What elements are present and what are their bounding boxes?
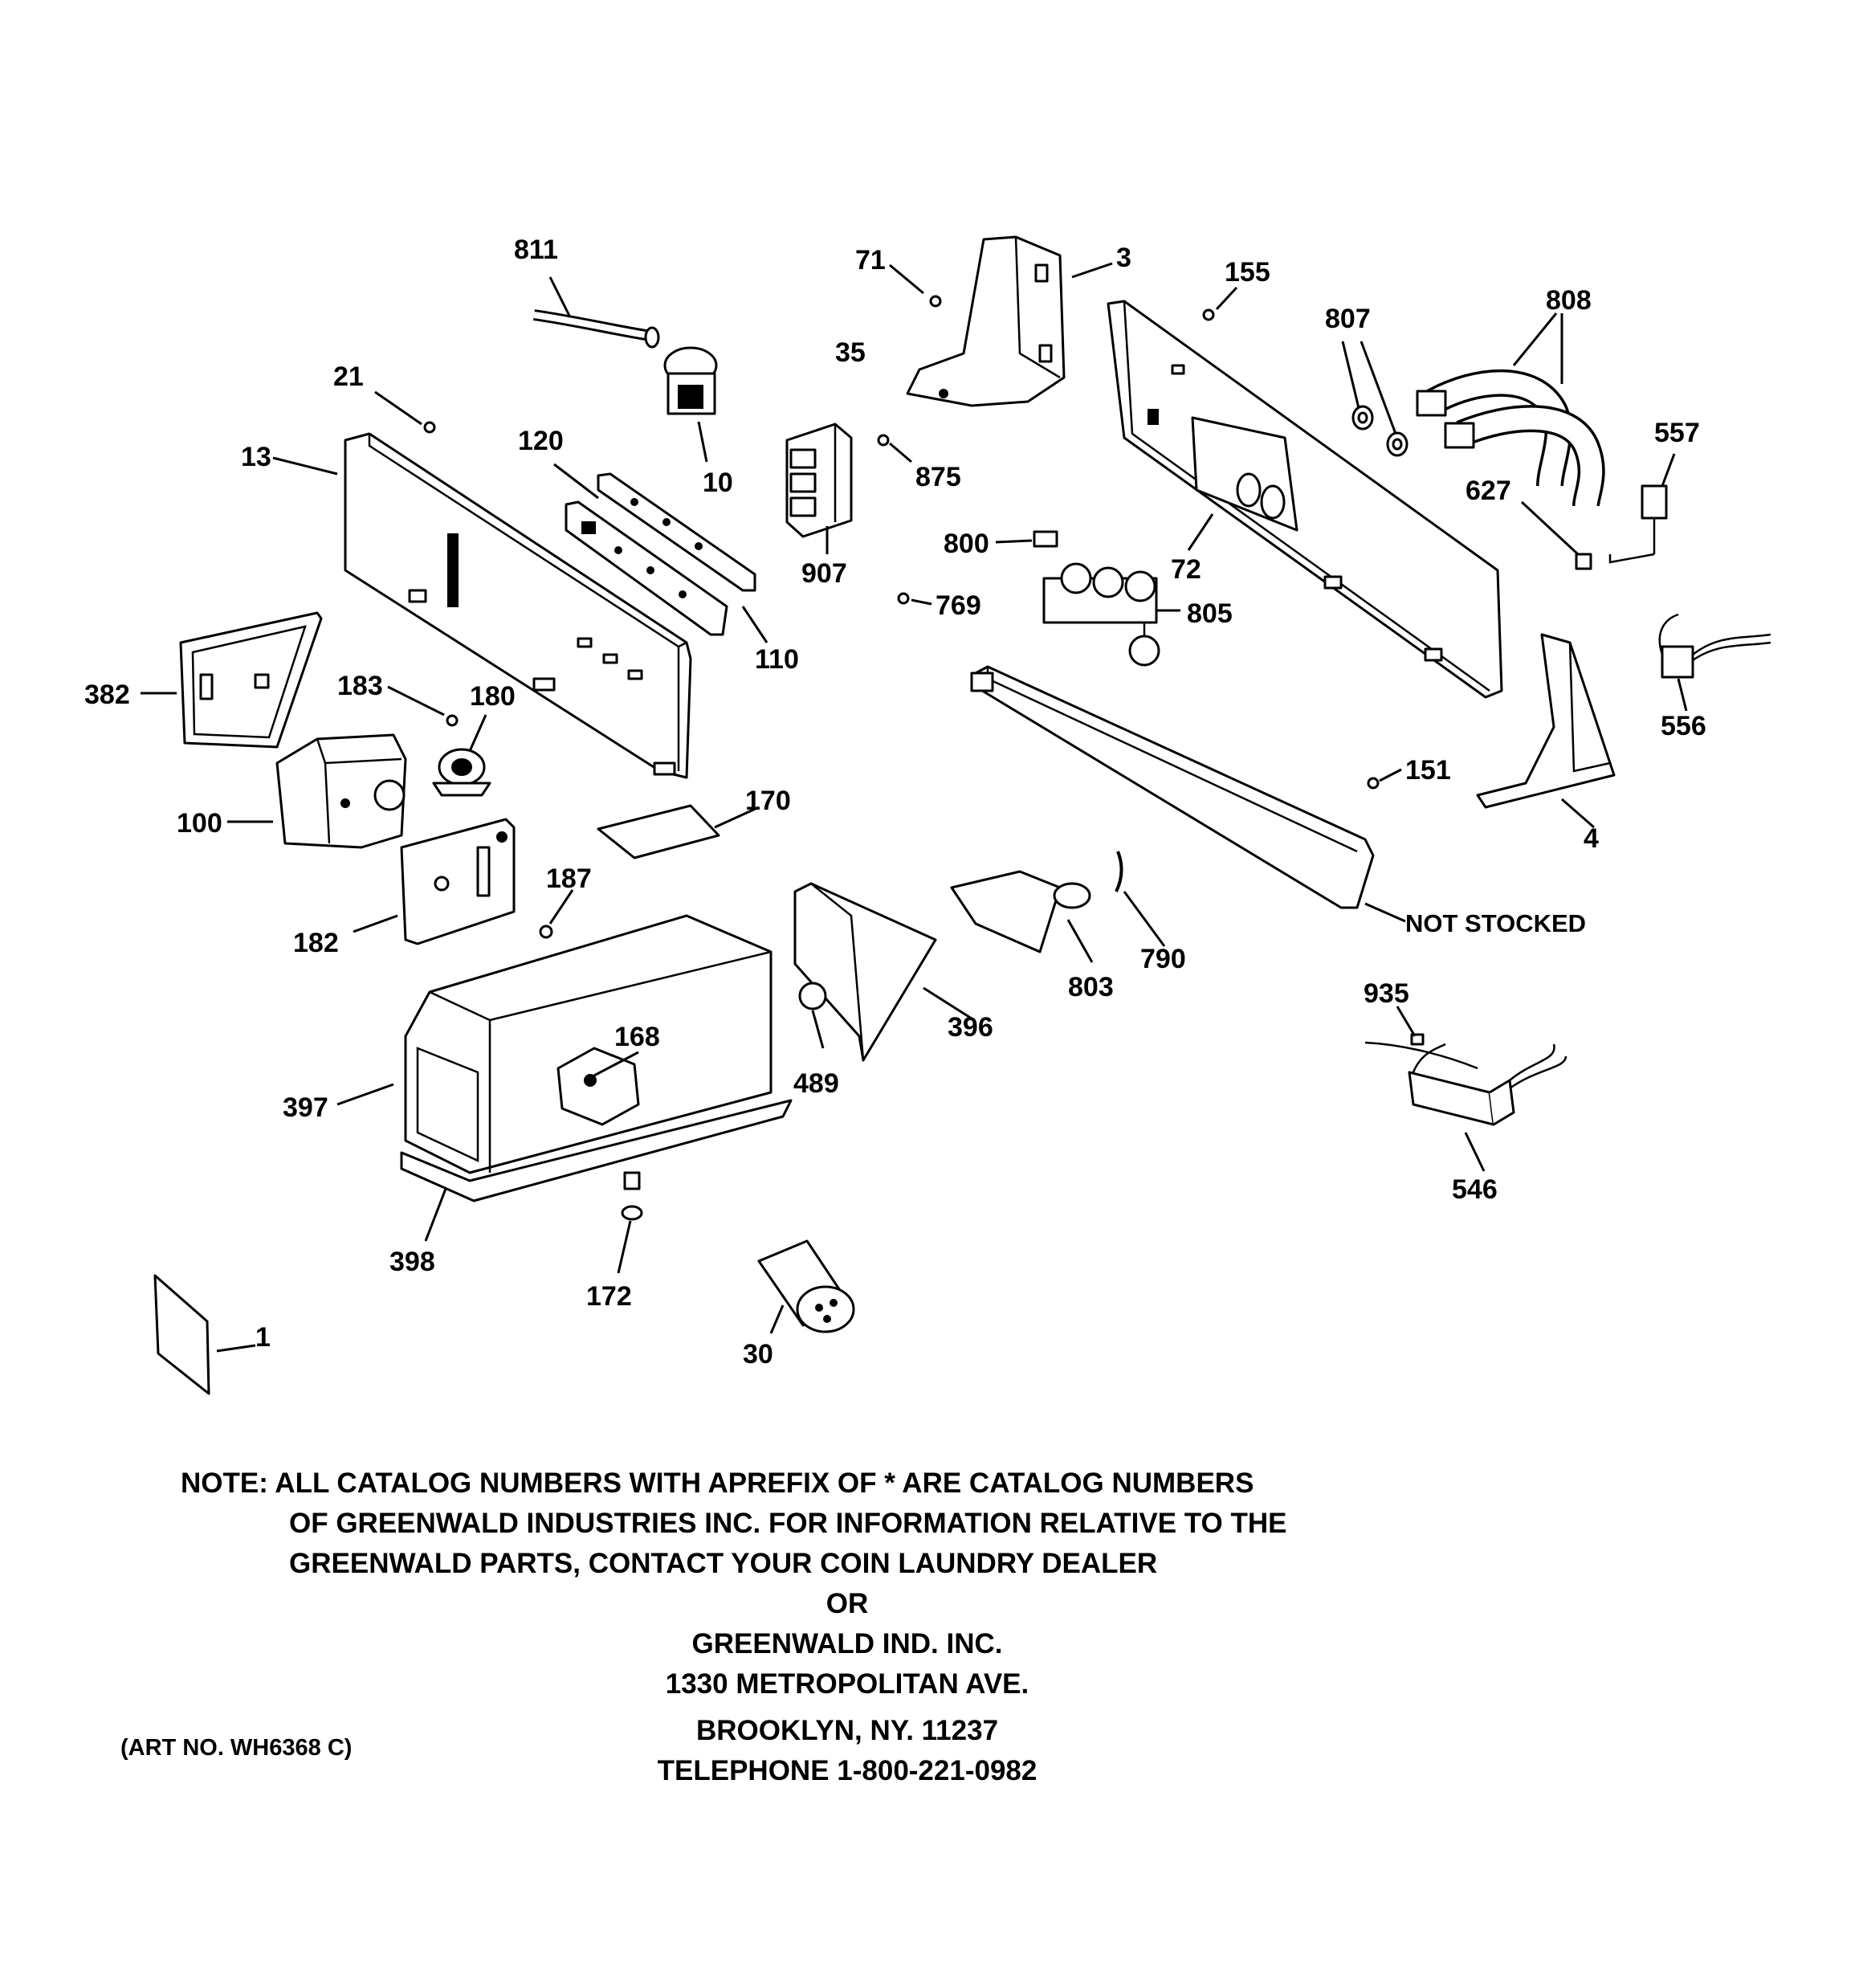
label-397: 397 <box>283 1092 328 1123</box>
part-10-pressure-switch <box>663 346 718 415</box>
note-line-3: GREENWALD PARTS, CONTACT YOUR COIN LAUND… <box>289 1548 1158 1579</box>
part-803-dispenser <box>950 870 1091 953</box>
label-769: 769 <box>936 590 981 621</box>
part-557-switch <box>1608 484 1668 564</box>
part-13-control-panel <box>344 432 692 779</box>
part-790-clip <box>1115 851 1123 892</box>
label-168: 168 <box>614 1022 660 1052</box>
label-875: 875 <box>915 462 961 492</box>
label-182: 182 <box>293 928 339 958</box>
label-100: 100 <box>177 808 222 839</box>
label-13: 13 <box>241 442 271 472</box>
part-875-screw <box>877 434 890 447</box>
label-30: 30 <box>743 1339 773 1370</box>
part-800-clip <box>1033 530 1058 548</box>
part-180-switch <box>432 748 491 797</box>
note-line-4: OR <box>826 1588 869 1619</box>
label-808: 808 <box>1546 285 1592 316</box>
part-not-stocked-rail <box>970 665 1375 909</box>
part-1-literature <box>153 1274 210 1395</box>
part-183-screw <box>446 714 459 727</box>
label-187: 187 <box>546 863 592 894</box>
part-170-plate <box>597 804 720 859</box>
label-800: 800 <box>944 529 989 559</box>
label-35: 35 <box>835 337 866 368</box>
part-935-terminal <box>1410 1033 1425 1046</box>
label-71: 71 <box>855 245 886 276</box>
part-808-fill-hoses <box>1416 369 1605 508</box>
part-396-shield <box>793 882 937 1062</box>
part-398-base <box>400 1099 793 1202</box>
part-168-screw <box>584 1074 597 1087</box>
part-805-water-valve <box>1042 562 1160 667</box>
label-155: 155 <box>1225 257 1270 288</box>
note-line-2: OF GREENWALD INDUSTRIES INC. FOR INFORMA… <box>289 1508 1287 1539</box>
label-556: 556 <box>1661 711 1706 741</box>
label-811: 811 <box>514 235 558 265</box>
label-790: 790 <box>1140 944 1186 974</box>
label-382: 382 <box>84 680 130 710</box>
part-172-foot <box>621 1171 643 1221</box>
catalog-note: NOTE: ALL CATALOG NUMBERS WITH APREFIX O… <box>181 1463 1546 1791</box>
part-155-screw <box>1202 308 1215 321</box>
part-769-screw <box>897 592 910 605</box>
label-546: 546 <box>1452 1174 1498 1205</box>
part-4-end-bracket <box>1476 633 1616 809</box>
note-line-8: TELEPHONE 1-800-221-0982 <box>657 1755 1037 1786</box>
part-100-timer <box>275 733 407 849</box>
label-805: 805 <box>1187 598 1233 629</box>
part-30-capacitor <box>757 1239 855 1333</box>
part-546-wire-harness <box>1364 1041 1567 1126</box>
part-182-bracket <box>400 818 516 945</box>
part-71-screw <box>929 295 942 308</box>
part-397-housing <box>404 914 773 1174</box>
part-120-board <box>597 472 756 592</box>
part-807-washers <box>1351 405 1408 457</box>
label-489: 489 <box>793 1068 839 1099</box>
label-4: 4 <box>1584 823 1599 854</box>
part-187-screw <box>539 925 553 939</box>
part-811-hose <box>532 309 660 349</box>
label-807: 807 <box>1325 304 1371 334</box>
label-21: 21 <box>333 361 364 392</box>
part-3-end-bracket <box>906 235 1066 407</box>
part-627-connector <box>1575 553 1592 570</box>
label-803: 803 <box>1068 972 1114 1002</box>
label-180: 180 <box>470 681 516 712</box>
label-170: 170 <box>745 786 791 816</box>
part-489-grommet <box>798 982 827 1010</box>
callout-labels: 811 71 3 155 807 808 21 35 557 120 13 87… <box>84 235 1706 1370</box>
label-935: 935 <box>1364 978 1409 1009</box>
part-382-panel <box>179 611 323 749</box>
label-3: 3 <box>1116 243 1131 273</box>
art-number: (ART NO. WH6368 C) <box>120 1735 353 1761</box>
note-line-1: NOTE: ALL CATALOG NUMBERS WITH APREFIX O… <box>181 1468 1254 1499</box>
label-557: 557 <box>1654 418 1700 448</box>
leader-lines <box>141 262 1688 1353</box>
label-183: 183 <box>337 671 383 701</box>
label-627: 627 <box>1466 476 1511 506</box>
note-line-7: BROOKLYN, NY. 11237 <box>695 1715 999 1746</box>
label-not-stocked: NOT STOCKED <box>1405 909 1586 937</box>
label-907: 907 <box>801 558 847 589</box>
part-35-switch-block <box>785 423 853 538</box>
label-172: 172 <box>586 1281 632 1312</box>
part-556-harness <box>1658 613 1771 679</box>
note-line-6: 1330 METROPOLITAN AVE. <box>665 1668 1029 1700</box>
part-21-screw <box>423 421 436 434</box>
label-120: 120 <box>518 426 564 456</box>
label-398: 398 <box>389 1247 435 1277</box>
part-72-rear-panel <box>1107 300 1503 699</box>
label-10: 10 <box>703 467 733 498</box>
label-72: 72 <box>1171 554 1201 585</box>
note-line-5: GREENWALD IND. INC. <box>691 1628 1003 1659</box>
label-110: 110 <box>755 644 799 675</box>
part-110-board <box>565 500 728 636</box>
label-151: 151 <box>1405 755 1451 786</box>
label-396: 396 <box>948 1012 993 1043</box>
part-151-screw <box>1367 777 1380 790</box>
label-1: 1 <box>255 1322 271 1353</box>
